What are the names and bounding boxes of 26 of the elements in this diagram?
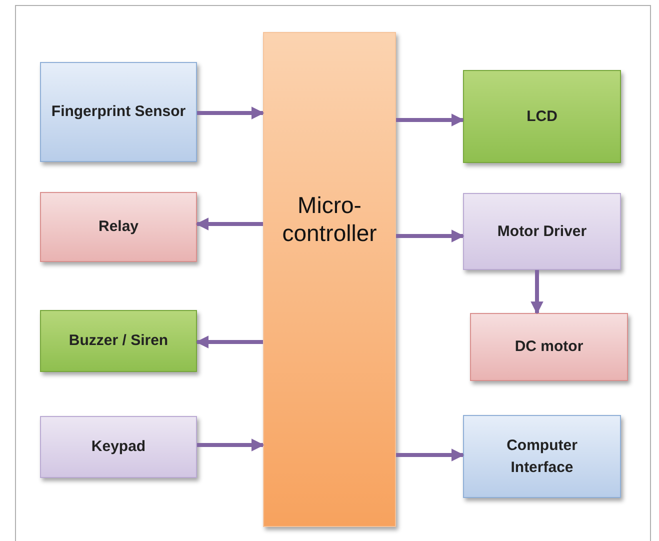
arrow bbox=[197, 106, 264, 120]
module-block bbox=[463, 193, 621, 270]
arrow bbox=[396, 230, 464, 242]
block-label: Fingerprint Sensor bbox=[50, 102, 187, 122]
arrow bbox=[196, 336, 263, 348]
module-block bbox=[40, 192, 197, 262]
block-label: Micro- controller bbox=[281, 192, 378, 248]
arrow bbox=[530, 270, 544, 314]
arrow bbox=[196, 218, 263, 230]
module-block bbox=[470, 313, 628, 381]
block-label: LCD bbox=[526, 106, 558, 127]
module-block bbox=[40, 62, 197, 162]
module-block bbox=[40, 310, 197, 372]
module-block bbox=[463, 415, 621, 498]
arrow bbox=[396, 114, 464, 126]
module-block bbox=[40, 416, 197, 478]
block-label: Motor Driver bbox=[496, 222, 588, 242]
arrow bbox=[396, 448, 464, 462]
block-label: Buzzer / Siren bbox=[68, 331, 170, 352]
block-label: Computer Interface bbox=[506, 436, 578, 478]
block-label: DC motor bbox=[514, 337, 584, 358]
block-label: Relay bbox=[97, 217, 140, 238]
module-block bbox=[463, 70, 621, 163]
controller-block bbox=[263, 32, 396, 527]
block-label: Keypad bbox=[90, 437, 147, 458]
arrow bbox=[197, 438, 264, 452]
